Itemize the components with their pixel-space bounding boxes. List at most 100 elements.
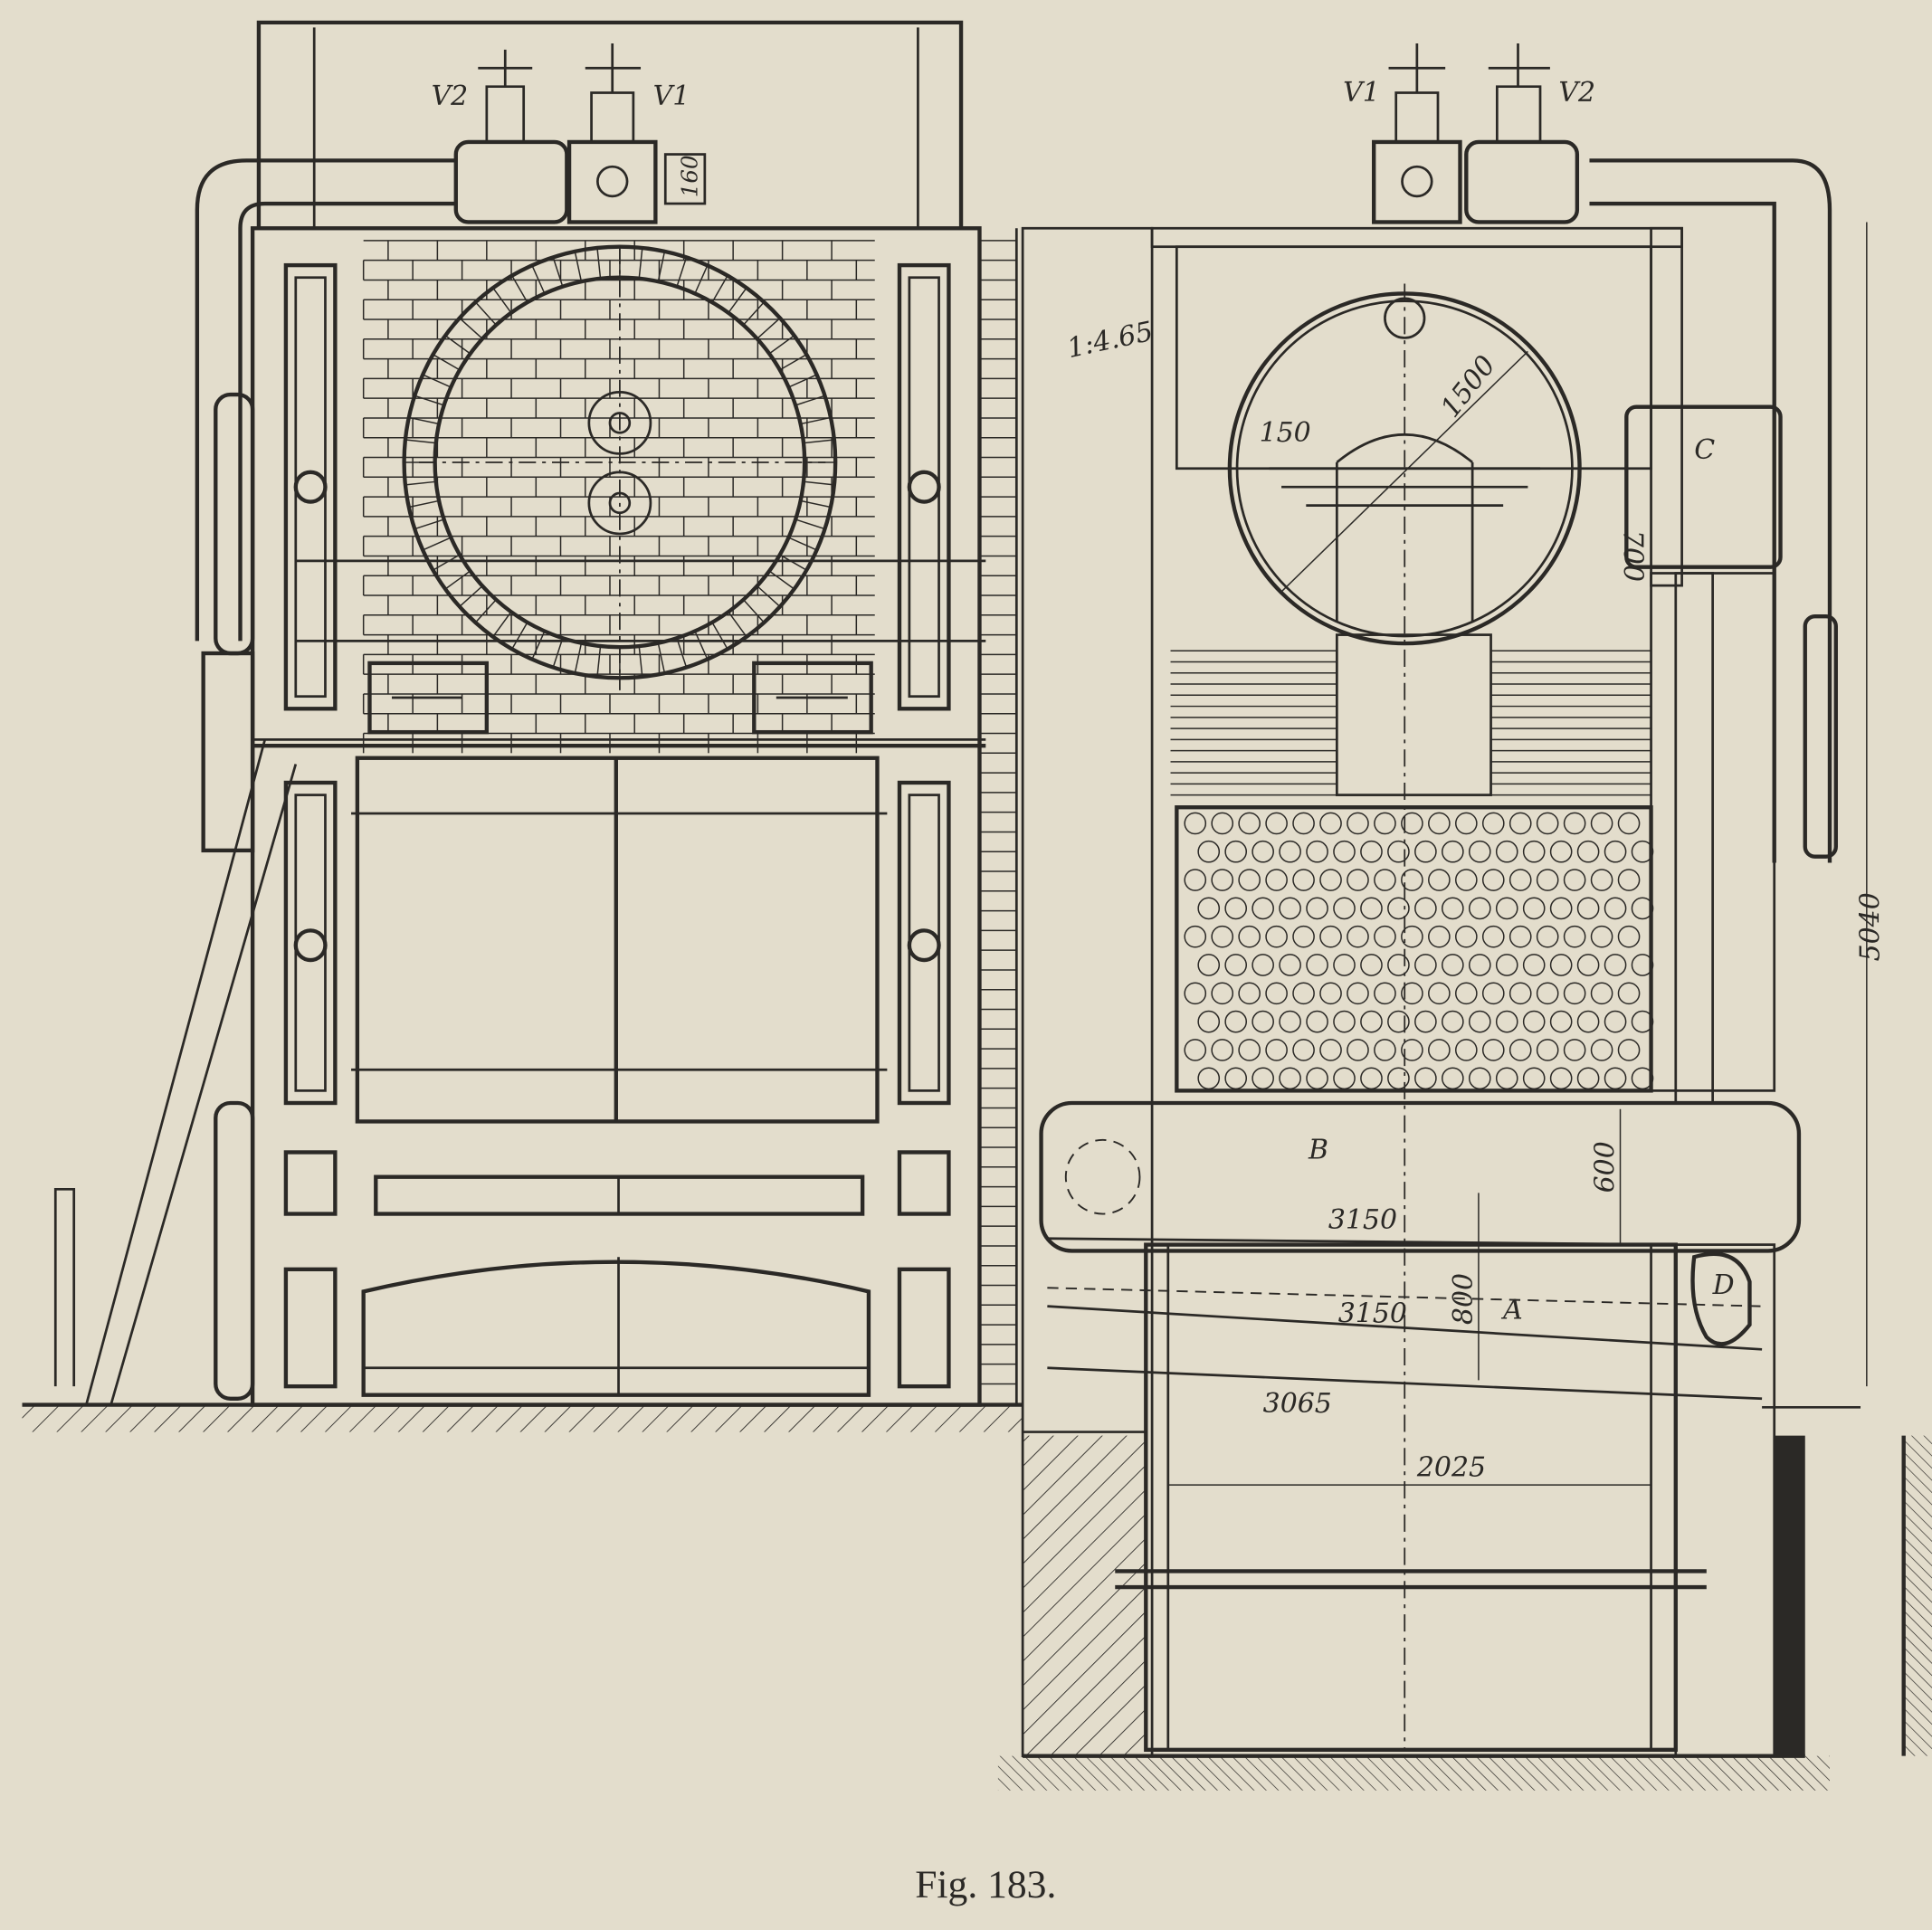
tube	[1319, 925, 1342, 948]
tube	[1333, 954, 1356, 976]
tube	[1590, 869, 1613, 891]
tube	[1333, 1010, 1356, 1033]
tube	[1333, 897, 1356, 920]
tube	[1536, 1039, 1559, 1061]
tube	[1454, 1039, 1478, 1061]
valve-body-v1-right	[1372, 139, 1462, 224]
riser-pipe	[1674, 572, 1714, 1105]
tube	[1224, 1010, 1248, 1033]
tube	[1211, 982, 1234, 1005]
valve-label-v1-left: V1	[653, 81, 690, 112]
tube	[1360, 1067, 1383, 1090]
tube	[1414, 954, 1437, 976]
tube	[1224, 840, 1248, 863]
tube	[1549, 1067, 1573, 1090]
upper-header-c	[1624, 404, 1783, 569]
tube	[1252, 954, 1274, 976]
tube	[1495, 1010, 1518, 1033]
tube	[1279, 897, 1301, 920]
tube	[1454, 869, 1478, 891]
tube	[1360, 1010, 1383, 1033]
tube	[1306, 840, 1328, 863]
ground-fill	[997, 1755, 1830, 1791]
tube	[1549, 840, 1573, 863]
front-elevation: V2 V1 160	[22, 20, 1023, 1432]
tube	[1292, 869, 1315, 891]
tube	[1347, 925, 1369, 948]
tube	[1549, 897, 1573, 920]
tube	[1387, 954, 1410, 976]
tube	[1360, 897, 1383, 920]
tube	[1563, 1039, 1586, 1061]
tube	[1333, 840, 1356, 863]
tube	[1428, 925, 1451, 948]
tube	[1387, 1067, 1410, 1090]
end-chamber-d	[1690, 1251, 1752, 1346]
ashpit-door	[361, 1260, 871, 1397]
tube	[1347, 1039, 1369, 1061]
tube	[1292, 982, 1315, 1005]
tube	[1508, 1039, 1532, 1061]
tube	[1401, 925, 1423, 948]
tube	[1590, 925, 1613, 948]
tube	[1563, 869, 1586, 891]
dim-water-level: 150	[1260, 417, 1311, 449]
cleanout-door-right	[752, 661, 873, 735]
tube	[1414, 840, 1437, 863]
tube	[1211, 1039, 1234, 1061]
steam-pipe-left	[195, 158, 456, 642]
tube	[1197, 897, 1221, 920]
label-d: D	[1712, 1269, 1735, 1301]
cleanout-door-left	[367, 661, 490, 735]
tube	[1319, 869, 1342, 891]
tube	[1374, 982, 1396, 1005]
dim-pit-depth: 800	[1448, 1273, 1480, 1325]
header-left	[201, 651, 255, 853]
tube	[1306, 897, 1328, 920]
tube	[1197, 1067, 1221, 1090]
tube	[1604, 954, 1627, 976]
tube	[1238, 925, 1261, 948]
tube	[1442, 1010, 1464, 1033]
tube	[1508, 982, 1532, 1005]
tube	[1292, 1039, 1315, 1061]
tube	[1306, 1067, 1328, 1090]
valve-label-v1-right: V1	[1343, 77, 1380, 109]
tube	[1252, 1067, 1274, 1090]
tube	[1319, 1039, 1342, 1061]
tube	[1387, 1010, 1410, 1033]
tube	[1292, 812, 1315, 835]
tube	[1576, 1010, 1600, 1033]
tube	[1442, 840, 1464, 863]
gauge-column	[53, 1187, 76, 1387]
tube	[1238, 812, 1261, 835]
tube	[1536, 925, 1559, 948]
tube	[1576, 840, 1600, 863]
tube	[1319, 812, 1342, 835]
dim-lower-drum: 600	[1590, 1141, 1622, 1193]
tube	[1481, 869, 1505, 891]
valve-label-v2-right: V2	[1558, 77, 1595, 109]
tube	[1522, 1067, 1546, 1090]
tube	[1442, 897, 1464, 920]
valve-body-v2-right	[1464, 139, 1580, 224]
tube	[1374, 1039, 1396, 1061]
tube	[1428, 869, 1451, 891]
tube	[1279, 840, 1301, 863]
valve-label-v2-left: V2	[432, 81, 469, 112]
tube-bank	[1184, 812, 1654, 1090]
tube	[1360, 954, 1383, 976]
tube	[1347, 812, 1369, 835]
tube	[1536, 869, 1559, 891]
tube	[1265, 982, 1288, 1005]
tube	[1211, 869, 1234, 891]
tube	[1414, 897, 1437, 920]
top-rail	[256, 20, 964, 229]
brickwork	[362, 228, 1018, 1405]
tube	[1576, 954, 1600, 976]
dim-pit-width: 2025	[1416, 1452, 1486, 1484]
tube	[1279, 954, 1301, 976]
tube	[1522, 897, 1546, 920]
